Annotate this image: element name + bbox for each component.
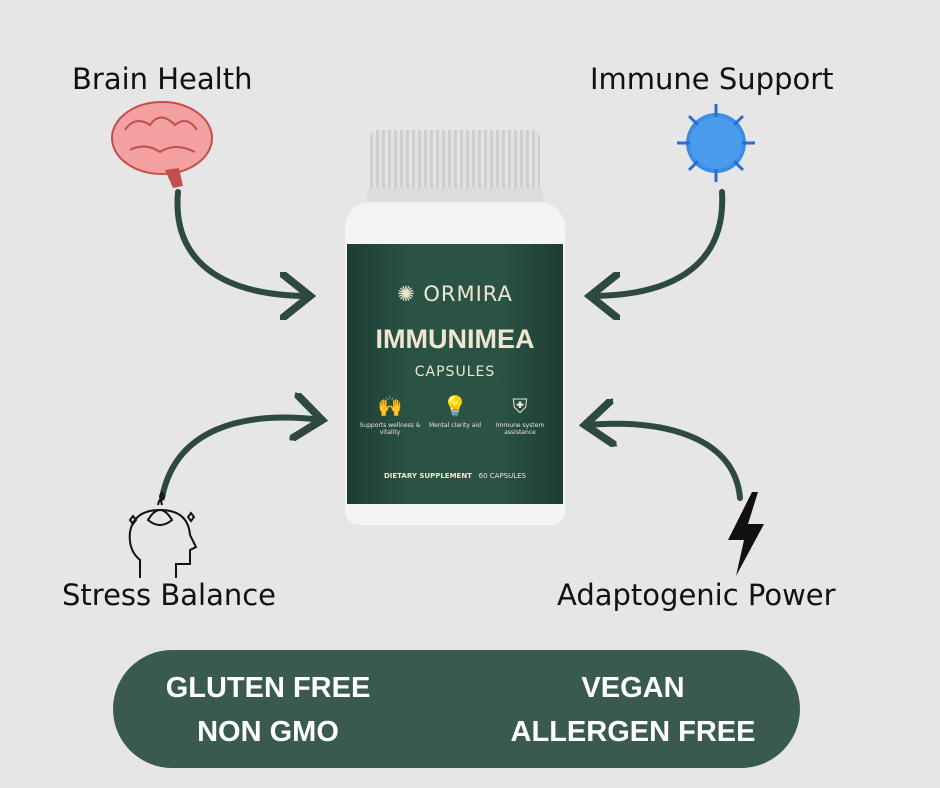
feature-mental: 💡 Mental clarity aid [420, 394, 490, 429]
badge-vegan: VEGAN [581, 672, 685, 704]
virus-icon [677, 104, 755, 182]
brand-name: ORMIRA [423, 282, 513, 306]
head-bulb-icon: 💡 [442, 394, 468, 418]
arrow-brain [174, 189, 310, 296]
badge-non-gmo: NON GMO [197, 716, 339, 748]
arrow-immune [590, 189, 726, 296]
brand-logo: ✺ ORMIRA [347, 282, 563, 306]
label-footer: DIETARY SUPPLEMENT 60 CAPSULES [347, 472, 563, 480]
feature-immune: ⛨ Immune system assistance [485, 394, 555, 436]
cap-ring [367, 188, 543, 202]
badge-allergen-free: ALLERGEN FREE [510, 716, 756, 748]
feature-text: Supports wellness & vitality [359, 422, 421, 436]
product-name: IMMUNIMEA [375, 324, 535, 354]
category: DIETARY SUPPLEMENT [383, 472, 472, 480]
benefit-brain-health: Brain Health [72, 62, 253, 96]
mind-lotus-icon [128, 491, 198, 578]
bottle-body: ✺ ORMIRA IMMUNIMEA CAPSULES 🙌 Supports we… [345, 202, 565, 525]
person-icon: 🙌 [377, 394, 403, 418]
shield-icon: ⛨ [512, 394, 528, 418]
bottle-cap [370, 130, 540, 192]
benefit-adaptogenic-power: Adaptogenic Power [557, 578, 836, 612]
arrow-adaptogenic [585, 424, 743, 501]
logo-icon: ✺ [397, 282, 424, 306]
feature-text: Immune system assistance [495, 422, 545, 436]
badge-gluten-free: GLUTEN FREE [165, 672, 371, 704]
benefit-stress-balance: Stress Balance [62, 578, 277, 612]
benefit-immune-support: Immune Support [590, 62, 834, 96]
badges-right: VEGAN ALLERGEN FREE [498, 666, 768, 754]
lightning-icon [728, 492, 764, 576]
badges-banner: GLUTEN FREE NON GMO VEGAN ALLERGEN FREE [113, 650, 800, 768]
arrow-stress [159, 418, 322, 501]
badges-left: GLUTEN FREE NON GMO [143, 666, 393, 754]
capsule-count: 60 CAPSULES [478, 472, 527, 480]
bottle-label: ✺ ORMIRA IMMUNIMEA CAPSULES 🙌 Supports we… [347, 244, 563, 504]
brain-icon [111, 101, 213, 188]
feature-text: Mental clarity aid [428, 422, 481, 429]
product-bottle: ✺ ORMIRA IMMUNIMEA CAPSULES 🙌 Supports we… [345, 130, 565, 525]
feature-wellness: 🙌 Supports wellness & vitality [355, 394, 425, 436]
product-form: CAPSULES [414, 364, 496, 380]
